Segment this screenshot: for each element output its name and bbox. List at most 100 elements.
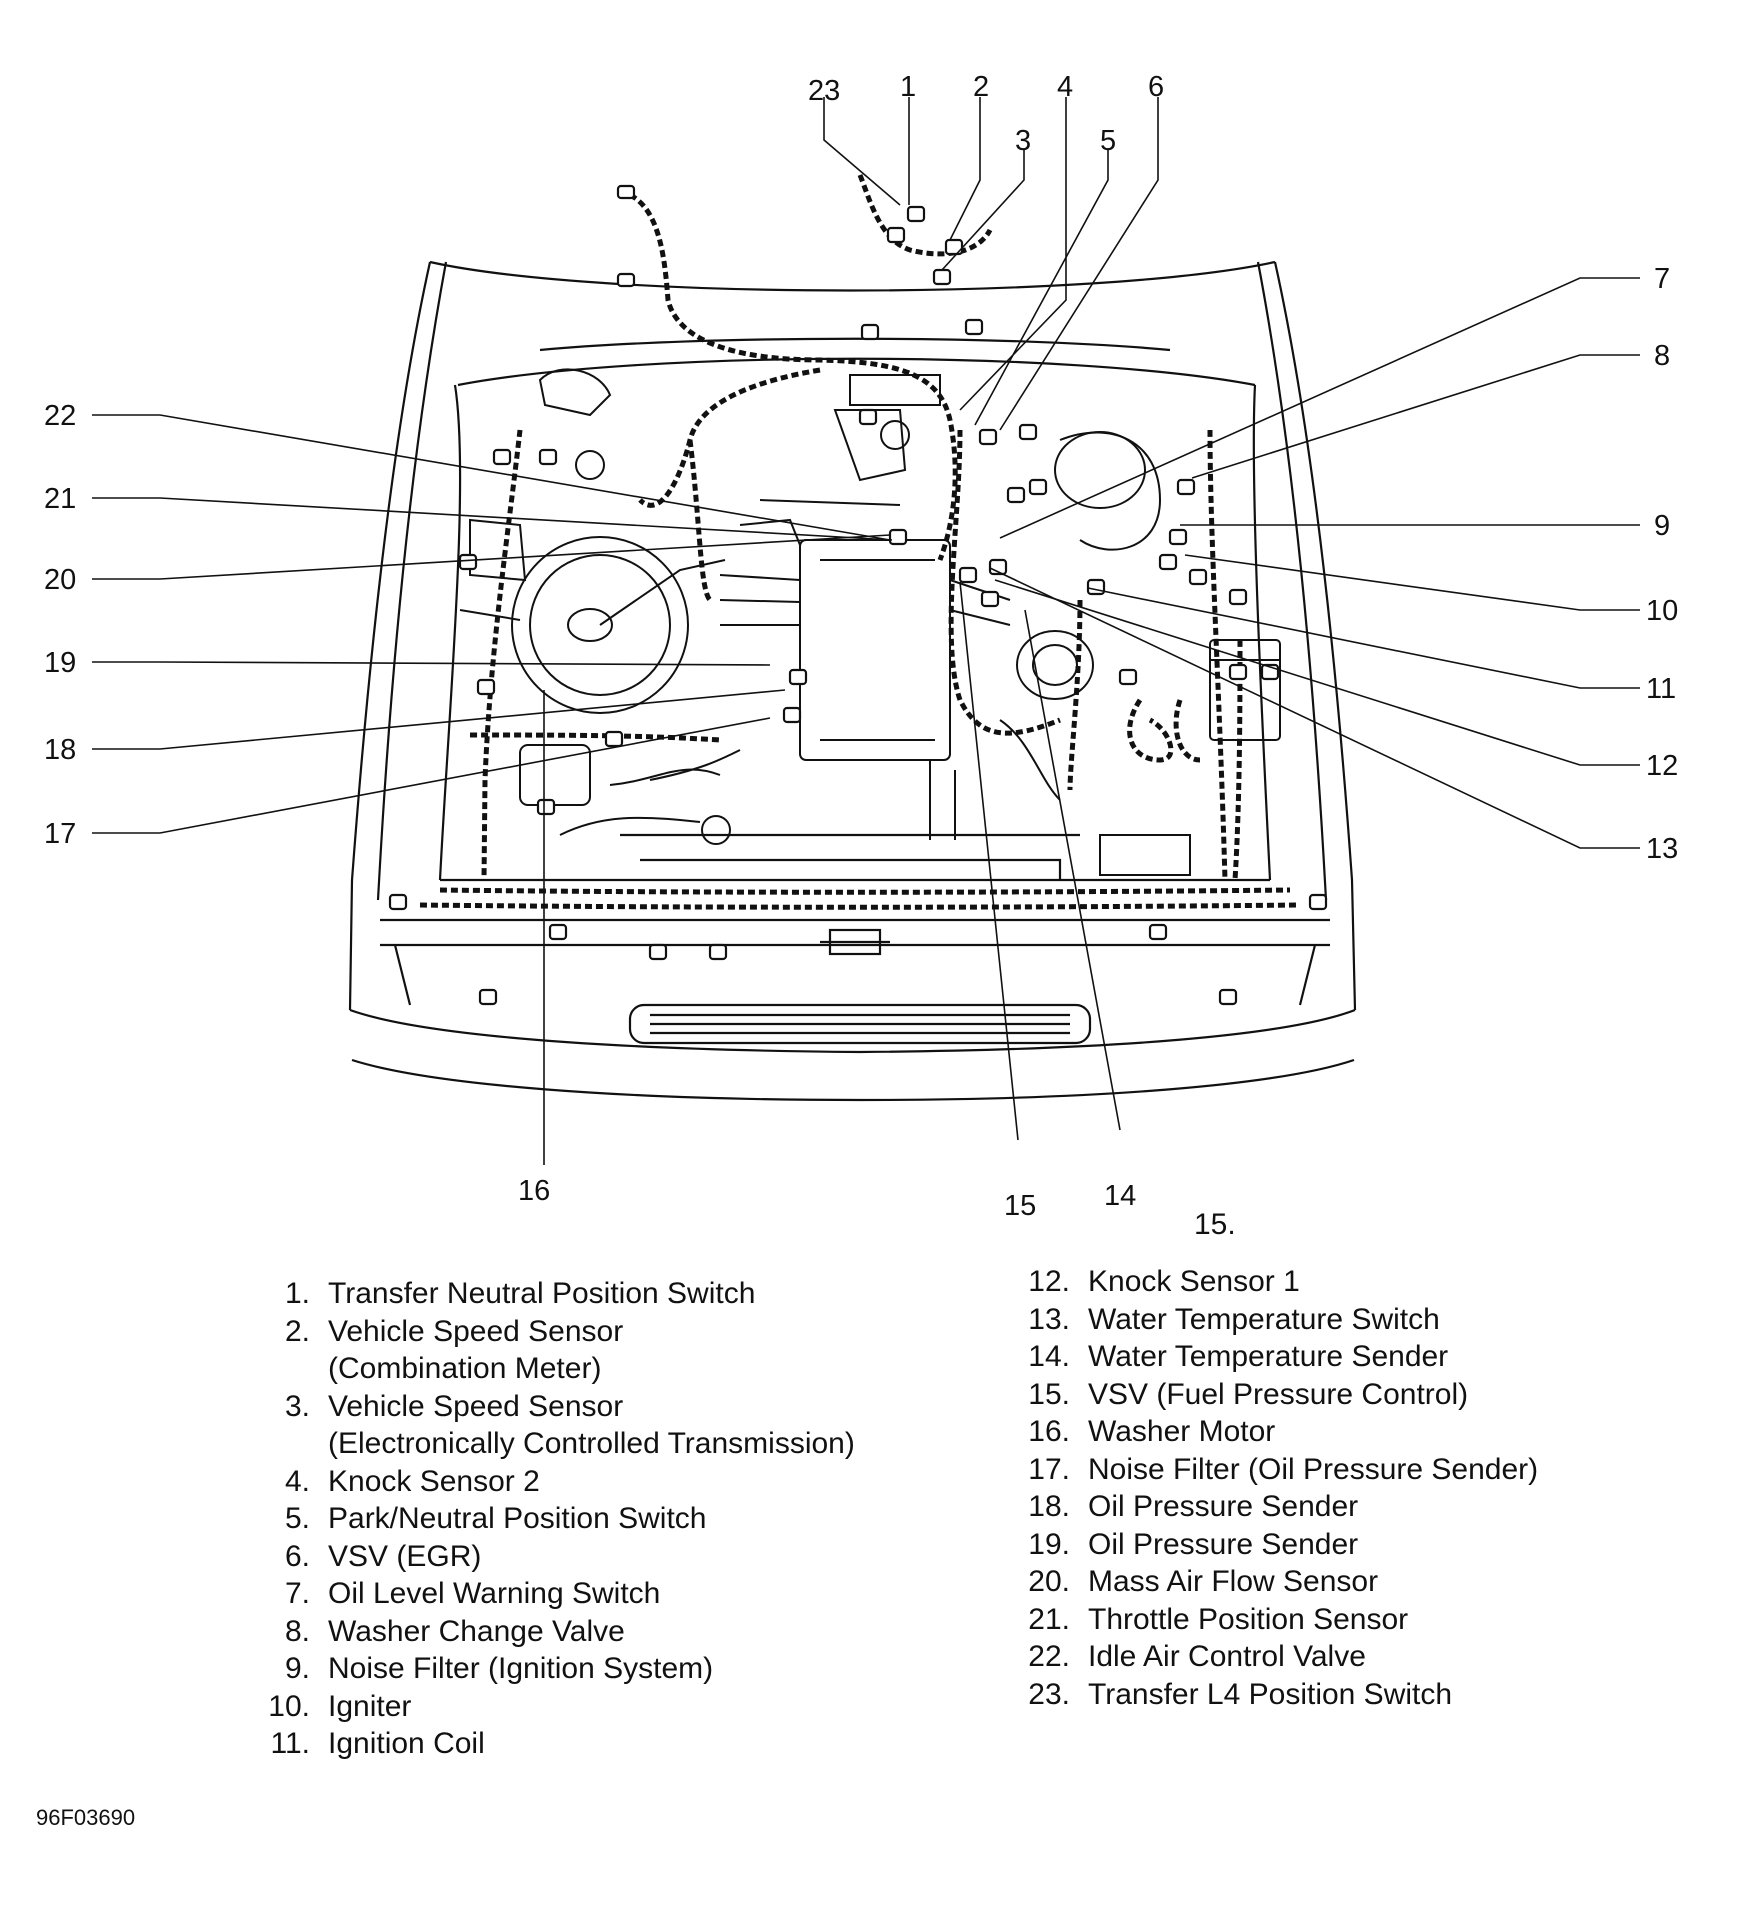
legend-left-column: 1. Transfer Neutral Position Switch 2. Vehi…	[230, 1275, 855, 1763]
callout-10: 10	[1646, 595, 1678, 627]
legend-item-number: 22.	[1028, 1640, 1070, 1673]
callout-7: 7	[1654, 263, 1670, 295]
legend-item-number: 2.	[284, 1314, 310, 1348]
legend-item-number: 14.	[1028, 1340, 1070, 1373]
legend-item-number: 18.	[1028, 1490, 1070, 1523]
legend-item-number: 9.	[284, 1652, 310, 1685]
callout-9: 9	[1654, 510, 1670, 542]
legend-item-text: Water Temperature Sender	[1088, 1340, 1449, 1373]
legend-item-text: Noise Filter (Ignition System)	[328, 1652, 714, 1685]
legend-item: 14. Water Temperature Sender	[990, 1338, 1538, 1376]
legend-item-text: Knock Sensor 2	[328, 1464, 540, 1498]
legend-item: 4. Knock Sensor 2	[230, 1463, 855, 1501]
legend-item-number: 16.	[1028, 1415, 1070, 1448]
legend-item-text: Vehicle Speed Sensor	[328, 1314, 624, 1348]
callout-21: 21	[44, 483, 76, 515]
wiring-harness	[419, 174, 1301, 910]
legend-item-subtext: (Combination Meter)	[328, 1352, 602, 1385]
callout-3: 3	[1015, 125, 1031, 157]
figure-id: 96F03690	[36, 1805, 136, 1830]
callout-19: 19	[44, 647, 76, 679]
legend-item-text: Idle Air Control Valve	[1088, 1640, 1366, 1673]
legend-item: 1. Transfer Neutral Position Switch	[230, 1275, 855, 1313]
callout-labels: 23 1 2 3 4 5 6 7 8 9 10 11 12 13 14 15 1…	[44, 71, 1678, 1222]
callout-22: 22	[44, 400, 76, 432]
callout-1: 1	[900, 71, 916, 103]
legend-item-number: 11.	[270, 1727, 310, 1760]
leader-lines	[92, 97, 1640, 1165]
legend-item: 20. Mass Air Flow Sensor	[990, 1563, 1538, 1601]
legend-item: 17. Noise Filter (Oil Pressure Sender)	[990, 1451, 1538, 1489]
legend-item-text: Throttle Position Sensor	[1088, 1602, 1409, 1636]
legend-item: 19. Oil Pressure Sender	[990, 1526, 1538, 1564]
legend-item-text: Oil Pressure Sender	[1088, 1490, 1359, 1523]
legend-item-number: 8.	[284, 1614, 310, 1648]
callout-14: 14	[1104, 1180, 1136, 1212]
legend-item: 8. Washer Change Valve	[230, 1613, 855, 1651]
legend-item-number: 17.	[1028, 1452, 1070, 1486]
callout-16: 16	[518, 1175, 550, 1207]
legend-item-text: Mass Air Flow Sensor	[1088, 1565, 1379, 1598]
callout-4: 4	[1057, 71, 1073, 103]
callout-17: 17	[44, 818, 76, 850]
legend-item-number: 19.	[1028, 1527, 1070, 1561]
callout-23: 23	[808, 75, 840, 107]
legend-item-number: 23.	[1028, 1677, 1070, 1711]
legend-item-number: 3.	[284, 1389, 310, 1423]
callout-13: 13	[1646, 833, 1678, 865]
legend-item-text: Washer Change Valve	[328, 1614, 625, 1648]
legend-item-text: Transfer Neutral Position Switch	[328, 1277, 756, 1310]
legend-item: 13. Water Temperature Switch	[990, 1301, 1538, 1339]
legend-item-text: VSV (Fuel Pressure Control)	[1088, 1377, 1469, 1411]
legend-item: 7. Oil Level Warning Switch	[230, 1575, 855, 1613]
callout-18: 18	[44, 734, 76, 766]
legend-item-number: 10.	[268, 1689, 310, 1723]
legend-item-number: 7.	[284, 1577, 310, 1610]
legend-item-number: 13.	[1028, 1302, 1070, 1336]
legend-item: 22. Idle Air Control Valve	[990, 1638, 1538, 1676]
legend-item: 12.Knock Sensor 1	[990, 1263, 1538, 1301]
legend-item-text: Noise Filter (Oil Pressure Sender)	[1088, 1452, 1539, 1486]
legend-item-text: Transfer L4 Position Switch	[1088, 1677, 1453, 1711]
callout-11: 11	[1646, 673, 1676, 705]
legend-item-text: Water Temperature Switch	[1088, 1302, 1440, 1336]
legend-item: 11. Ignition Coil	[230, 1725, 855, 1763]
legend-item-text: Vehicle Speed Sensor	[328, 1389, 624, 1423]
legend-item: 9. Noise Filter (Ignition System)	[230, 1650, 855, 1688]
legend-item-text: Oil Pressure Sender	[1088, 1527, 1359, 1561]
legend-item: 18. Oil Pressure Sender	[990, 1488, 1538, 1526]
legend-item-number: 5.	[284, 1502, 310, 1535]
callout-12: 12	[1646, 750, 1678, 782]
legend-item: 3. Vehicle Speed Sensor	[230, 1388, 855, 1426]
legend-item-number: 21.	[1028, 1602, 1070, 1636]
callout-15: 15	[1004, 1190, 1036, 1222]
legend-item-number: 4.	[284, 1464, 310, 1498]
legend-item-number: 20.	[1028, 1565, 1070, 1598]
legend-item-number: 6.	[284, 1539, 310, 1573]
stray-callout-note: 15.	[1194, 1208, 1236, 1241]
legend-item: 6. VSV (EGR)	[230, 1538, 855, 1576]
callout-20: 20	[44, 564, 76, 596]
legend-item-text: VSV (EGR)	[328, 1539, 482, 1573]
legend-item-text: Park/Neutral Position Switch	[328, 1502, 707, 1535]
legend-item-text: Oil Level Warning Switch	[328, 1577, 661, 1610]
callout-8: 8	[1654, 340, 1670, 372]
legend-item-text: Igniter	[328, 1689, 412, 1723]
engine-assembly	[459, 368, 1281, 876]
legend-item-text: Knock Sensor 1	[1088, 1265, 1300, 1298]
connectors	[388, 184, 1328, 1006]
callout-2: 2	[973, 71, 989, 103]
legend-item: 16. Washer Motor	[990, 1413, 1538, 1451]
legend-item-text: Ignition Coil	[328, 1727, 485, 1760]
vehicle-body-outline	[348, 260, 1357, 1102]
legend-item: 2. Vehicle Speed Sensor	[230, 1313, 855, 1351]
legend-item: 5. Park/Neutral Position Switch	[230, 1500, 855, 1538]
legend-item-text: Washer Motor	[1088, 1415, 1276, 1448]
legend-item: 10. Igniter	[230, 1688, 855, 1726]
callout-5: 5	[1100, 125, 1116, 157]
legend-item: 23. Transfer L4 Position Switch	[990, 1676, 1538, 1714]
legend-item-subtext: (Electronically Controlled Transmission)	[328, 1427, 855, 1460]
legend-item-number: 1.	[284, 1277, 310, 1310]
